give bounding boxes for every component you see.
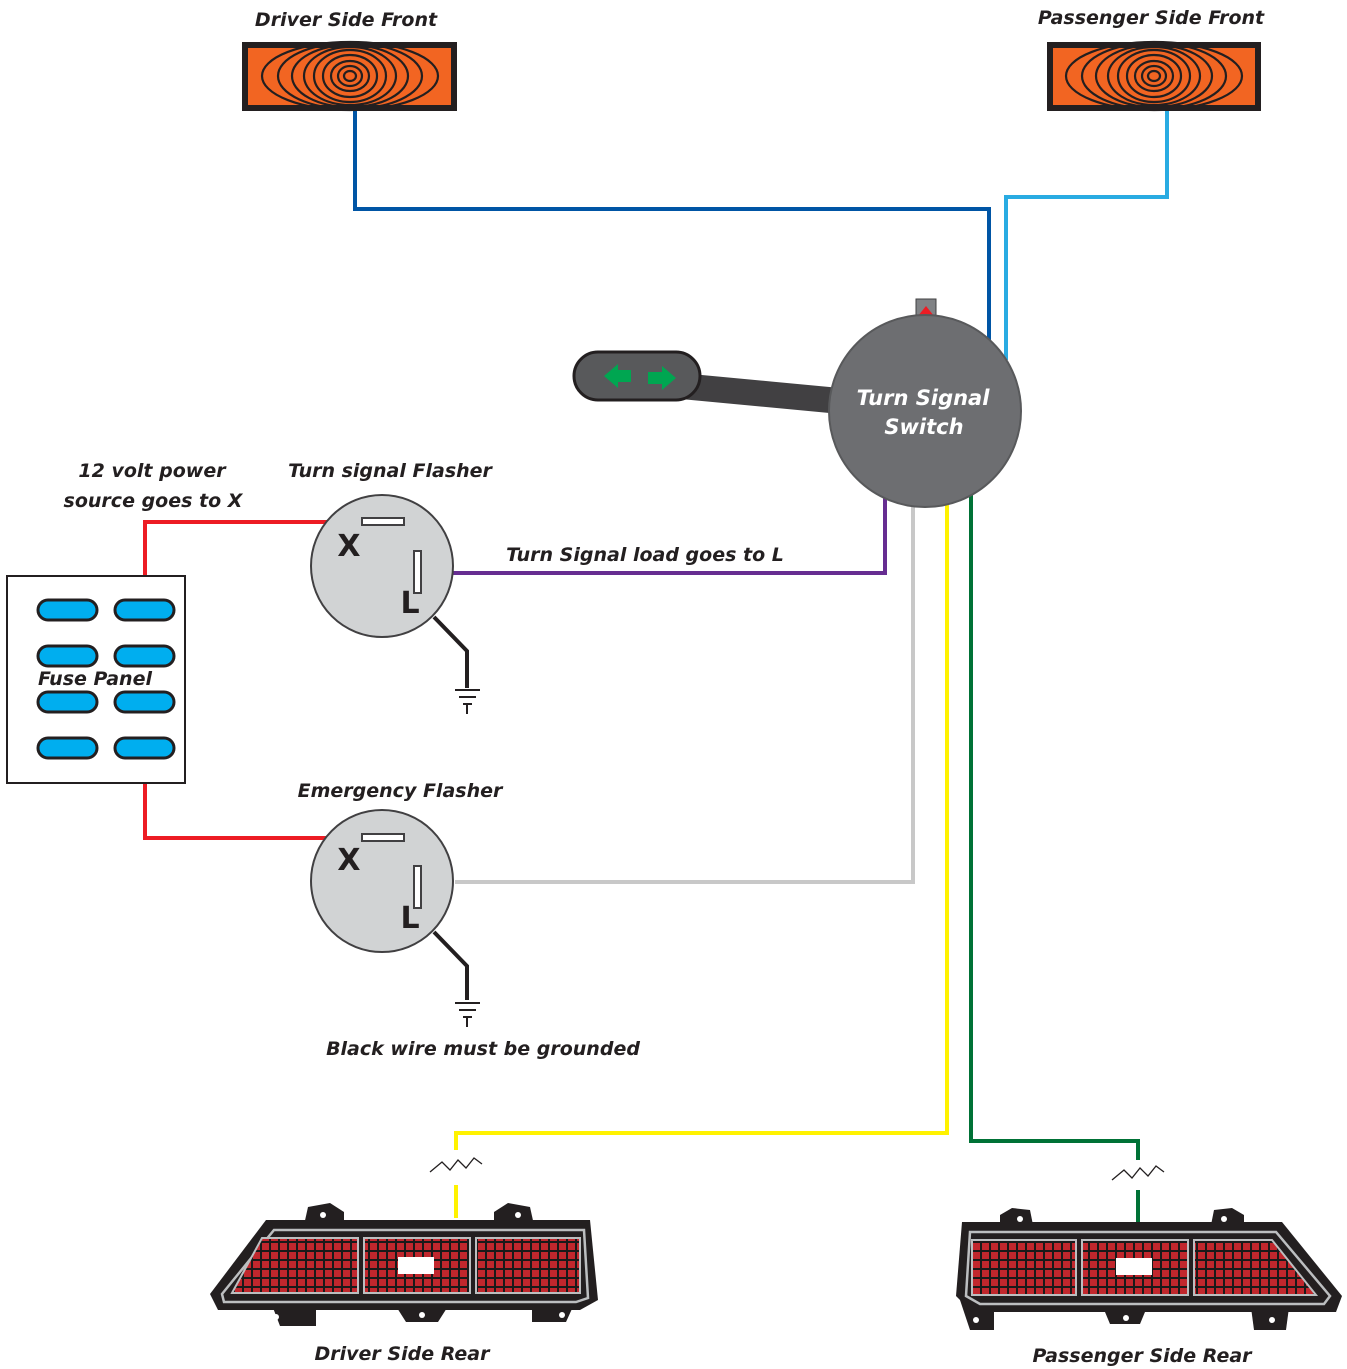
load-wire (428, 494, 887, 575)
turn-signal-switch (828, 298, 1022, 508)
ground-wire (432, 930, 469, 1000)
fuse-icon (113, 690, 176, 714)
backup-lens (1116, 1258, 1152, 1275)
fuse-icon (36, 598, 99, 622)
driver-front-label: Driver Side Front (255, 9, 438, 31)
emergency-flasher-label: Emergency Flasher (298, 780, 504, 802)
fuse-panel (6, 575, 186, 784)
power-source-label-line2: source goes to X (64, 490, 244, 512)
fuse-icon (36, 690, 99, 714)
turn-flasher-x-terminal-label: X (337, 529, 360, 564)
passenger-front-lamp (1047, 40, 1261, 112)
turn-flasher-label: Turn signal Flasher (288, 460, 493, 482)
passenger-rear-wire (969, 488, 1140, 1160)
fuse-icon (113, 598, 176, 622)
passenger-rear-label: Passenger Side Rear (1032, 1345, 1253, 1367)
driver-rear-wire (454, 500, 949, 1150)
power-source-label-line1: 12 volt power (78, 460, 227, 482)
ground-icon (455, 689, 480, 714)
fuse-icon (36, 736, 99, 760)
emergency-flasher-x-terminal-label: X (337, 843, 360, 878)
driver-front-wire (353, 108, 991, 345)
driver-front-lamp (242, 40, 457, 112)
left-arrow-icon (604, 364, 631, 388)
emergency-flasher-l-terminal-label: L (400, 901, 419, 936)
x-terminal (361, 517, 405, 526)
switch-label-line2: Switch (884, 415, 963, 439)
turn-signal-lever (572, 350, 840, 414)
wires (143, 108, 1169, 1222)
backup-lens (398, 1257, 434, 1274)
power-wire-turn-flasher (143, 520, 360, 576)
fuse-panel-label: Fuse Panel (38, 668, 152, 690)
l-terminal (413, 865, 422, 909)
load-note-label: Turn Signal load goes to L (506, 544, 784, 566)
fuse-icon (113, 736, 176, 760)
ground-icon (455, 1002, 480, 1027)
connector-break-icon (429, 1157, 483, 1173)
power-wire-emergency-flasher (143, 783, 360, 840)
connector-break-icon (1111, 1165, 1165, 1181)
x-terminal (361, 833, 405, 842)
right-arrow-icon (648, 366, 676, 390)
passenger-front-wire (1004, 108, 1169, 360)
turn-flasher-l-terminal-label: L (400, 586, 419, 621)
emergency-flasher (310, 809, 480, 1027)
switch-label-line1: Turn Signal (857, 386, 991, 410)
ground-note-label: Black wire must be grounded (326, 1038, 640, 1060)
driver-rear-lamp (210, 1203, 598, 1326)
turn-signal-flasher (310, 494, 480, 714)
ground-wire (432, 615, 469, 688)
fuse-icon (36, 644, 99, 668)
passenger-rear-lamp (956, 1208, 1342, 1330)
l-terminal (413, 550, 422, 594)
emergency-wire (455, 503, 915, 884)
passenger-front-label: Passenger Side Front (1038, 7, 1265, 29)
driver-rear-label: Driver Side Rear (315, 1343, 492, 1365)
fuse-icon (113, 644, 176, 668)
